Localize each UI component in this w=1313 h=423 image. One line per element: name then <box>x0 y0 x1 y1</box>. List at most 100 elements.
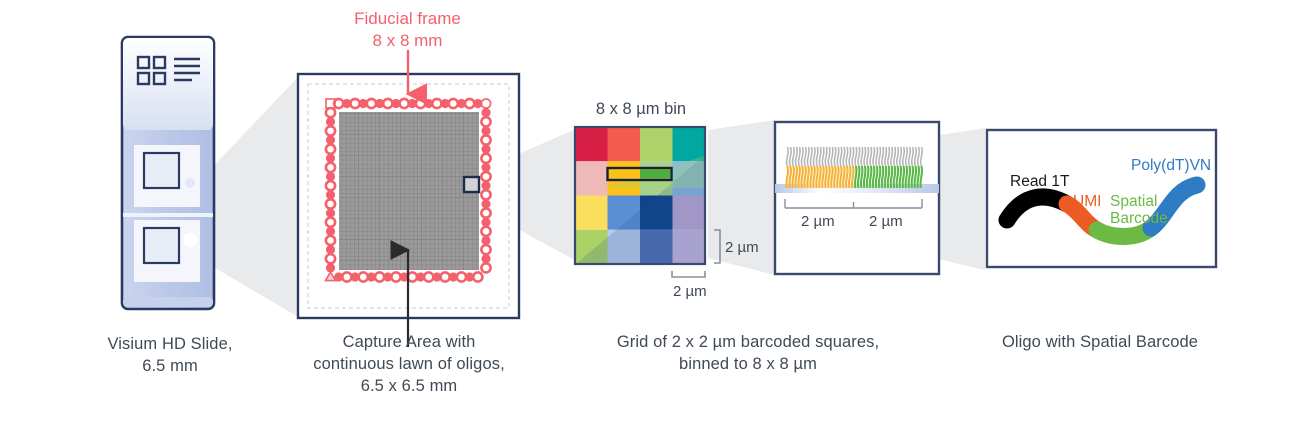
lawn-strand <box>868 165 873 189</box>
lawn-strand <box>892 165 897 189</box>
lawn-strand-tip <box>901 146 906 167</box>
fiducial-dot <box>473 98 483 109</box>
lawn-scale-left-label: 2 µm <box>801 213 835 230</box>
bin-cell <box>672 229 705 264</box>
lawn-strand-tip <box>839 146 843 167</box>
fiducial-dot <box>481 162 491 173</box>
fiducial-dot <box>481 217 491 227</box>
lawn-strand <box>809 165 813 189</box>
scale-vertical <box>714 229 721 264</box>
fiducial-dot <box>430 97 443 110</box>
oligo-segment-polydt <box>1142 176 1206 237</box>
lawn-strand-tip <box>884 146 888 167</box>
lawn-strand-tip <box>824 146 828 167</box>
fiducial-dot <box>439 271 451 283</box>
lawn-strand <box>865 165 870 189</box>
fiducial-dot <box>481 254 491 264</box>
bin-cell <box>672 161 705 196</box>
lawn-strand <box>901 165 906 189</box>
lawn-strand-tip <box>857 146 861 167</box>
oligo-label-umi: UMI <box>1073 193 1101 210</box>
fiducial-dot <box>325 171 336 182</box>
lawn-strand-tip <box>887 146 891 167</box>
lawn-strand-tip <box>806 146 810 167</box>
fiducial-dot <box>350 272 360 282</box>
bin-title: 8 x 8 µm bin <box>595 100 687 118</box>
scale-horizontal-label: 2 µm <box>673 283 707 300</box>
lawn-strand-tip <box>892 146 897 167</box>
oligo-label-barcode-line2: Barcode <box>1110 210 1168 227</box>
lawn-strand <box>898 165 903 189</box>
fiducial-dot <box>480 188 492 201</box>
fiducial-dot <box>463 97 476 110</box>
lawn-strand-tip <box>913 146 918 167</box>
lawn-strand <box>841 165 846 189</box>
lawn-strand-tip <box>809 146 813 167</box>
fiducial-dot <box>480 134 492 146</box>
lawn-strand-tip <box>866 146 870 167</box>
fiducial-dot <box>357 271 370 283</box>
lawn-strand-tip <box>788 146 792 167</box>
lawn-strand <box>856 165 861 189</box>
caption-capture-area: Capture Area with continuous lawn of oli… <box>313 333 505 395</box>
fiducial-dot <box>480 225 492 238</box>
fiducial-dot <box>480 207 492 219</box>
lawn-strand <box>812 165 816 189</box>
lawn-strand-tip <box>875 146 879 167</box>
lawn-strand <box>818 165 822 189</box>
lawn-strand-tip <box>919 146 923 167</box>
fiducial-dot <box>398 97 411 110</box>
lawn-strand <box>859 165 864 189</box>
lawn-strand <box>788 165 793 189</box>
lawn-strand-tip <box>827 146 831 167</box>
fiducial-dot <box>406 271 419 283</box>
lawn-strand-tip <box>821 146 825 167</box>
bin-cell <box>640 229 673 264</box>
fiducial-dot <box>325 245 336 255</box>
lawn-strand-tip <box>910 146 915 167</box>
lawn-strand <box>821 165 825 189</box>
lawn-strand <box>862 165 867 189</box>
fiducial-dot <box>391 98 401 109</box>
fiducial-dot <box>324 161 337 174</box>
lawn-scale-bar <box>784 199 923 209</box>
fiducial-dot <box>340 271 353 283</box>
lawn-strand-tip <box>812 146 816 167</box>
lawn-strand-tip <box>848 146 852 167</box>
fiducial-dot <box>422 271 435 283</box>
lawn-strand-tip <box>833 146 837 167</box>
lawn-strand <box>889 165 894 189</box>
panel-capture-area <box>296 50 521 347</box>
fiducial-dot <box>383 272 393 282</box>
fiducial-dot <box>325 190 336 200</box>
lawn-strand <box>877 165 882 189</box>
scale-horizontal <box>671 271 706 278</box>
fiducial-title-block: Fiducial frame 8 x 8 mm <box>354 9 461 51</box>
fiducial-dot <box>481 126 491 136</box>
lawn-strand-tip <box>842 146 846 167</box>
oligo-label-polydt: Poly(dT)VN <box>1131 157 1211 174</box>
fiducial-dot <box>325 208 336 218</box>
lawn-strand-tip <box>878 146 882 167</box>
fiducial-dot <box>447 97 460 110</box>
bin-highlight-strip <box>606 166 673 182</box>
oligo-label-read1t: Read 1T <box>1010 173 1070 190</box>
lawn-strand-tip <box>836 146 840 167</box>
fiducial-dot <box>342 98 352 109</box>
fiducial-dot <box>366 272 377 282</box>
fiducial-dot <box>365 97 378 110</box>
lawn-strand-tip <box>872 146 876 167</box>
caption-bin: Grid of 2 x 2 µm barcoded squares, binne… <box>616 333 880 373</box>
fiducial-dot <box>325 117 336 127</box>
fiducial-dot <box>325 153 336 163</box>
fiducial-dot <box>481 181 491 191</box>
fiducial-dot <box>480 243 492 256</box>
fiducial-dot <box>325 226 336 236</box>
lawn-strand <box>910 165 915 189</box>
lawn-strand <box>785 165 790 189</box>
fiducial-dot <box>324 234 337 247</box>
bin-cell <box>575 161 608 196</box>
fiducial-dot <box>480 261 492 274</box>
fiducial-corner-markers <box>324 98 492 282</box>
